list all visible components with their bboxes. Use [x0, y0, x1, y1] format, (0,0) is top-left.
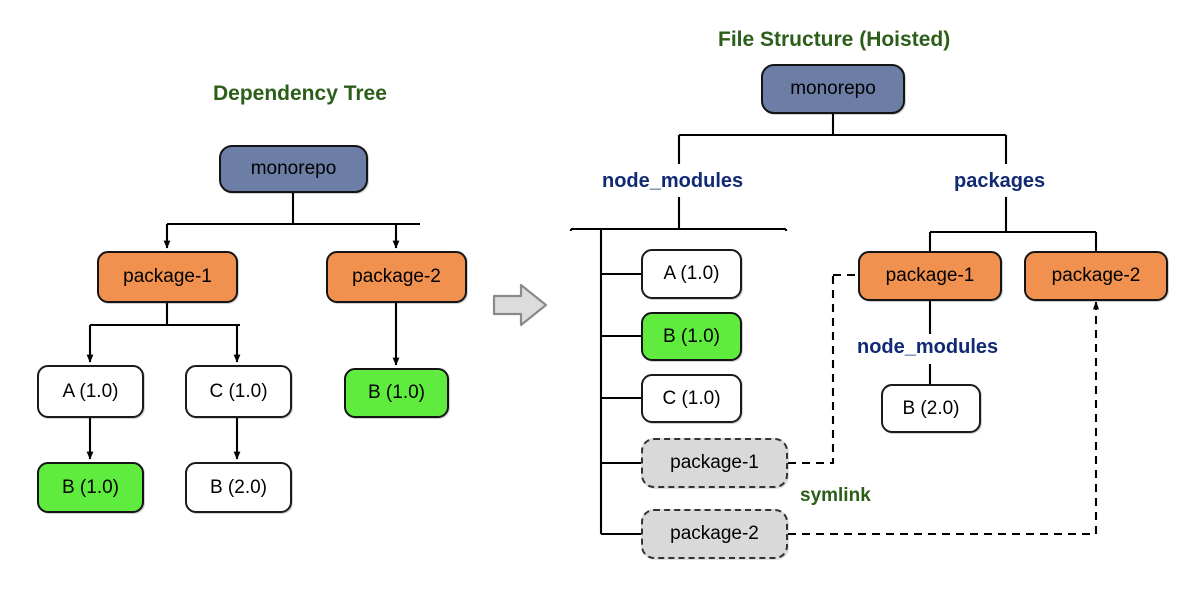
right-node-nm-a-1-0[interactable]: A (1.0): [641, 249, 742, 299]
right-node-nm-package-1-symlink[interactable]: package-1: [641, 438, 788, 488]
left-node-package-2[interactable]: package-2: [326, 251, 467, 303]
right-node-nm-package-2-symlink[interactable]: package-2: [641, 509, 788, 559]
left-panel-title: Dependency Tree: [213, 82, 387, 105]
right-node-pkg1-b-2-0[interactable]: B (2.0): [881, 384, 981, 433]
symlink-annotation-label: symlink: [800, 485, 871, 506]
left-node-b-2-0-under-c[interactable]: B (2.0): [185, 462, 292, 513]
right-node-monorepo[interactable]: monorepo: [761, 64, 905, 114]
left-node-package-1[interactable]: package-1: [97, 251, 238, 303]
left-node-a-1-0[interactable]: A (1.0): [37, 365, 144, 418]
right-node-packages-package-2[interactable]: package-2: [1024, 251, 1168, 301]
left-tree-edges: [86, 193, 420, 460]
right-node-packages-package-1[interactable]: package-1: [858, 251, 1002, 301]
right-label-packages: packages: [954, 170, 1046, 192]
right-node-nm-b-1-0[interactable]: B (1.0): [641, 312, 742, 361]
left-node-b-1-0-under-package-2[interactable]: B (1.0): [344, 368, 449, 418]
left-node-b-1-0-under-a[interactable]: B (1.0): [37, 462, 144, 513]
left-node-monorepo[interactable]: monorepo: [219, 145, 368, 193]
left-node-c-1-0[interactable]: C (1.0): [185, 365, 292, 418]
right-label-node-modules-root: node_modules: [602, 170, 744, 192]
right-panel-title: File Structure (Hoisted): [718, 28, 951, 51]
transition-arrow-shape: [492, 283, 548, 327]
right-node-nm-c-1-0[interactable]: C (1.0): [641, 374, 742, 423]
right-label-node-modules-package-1: node_modules: [857, 336, 999, 358]
